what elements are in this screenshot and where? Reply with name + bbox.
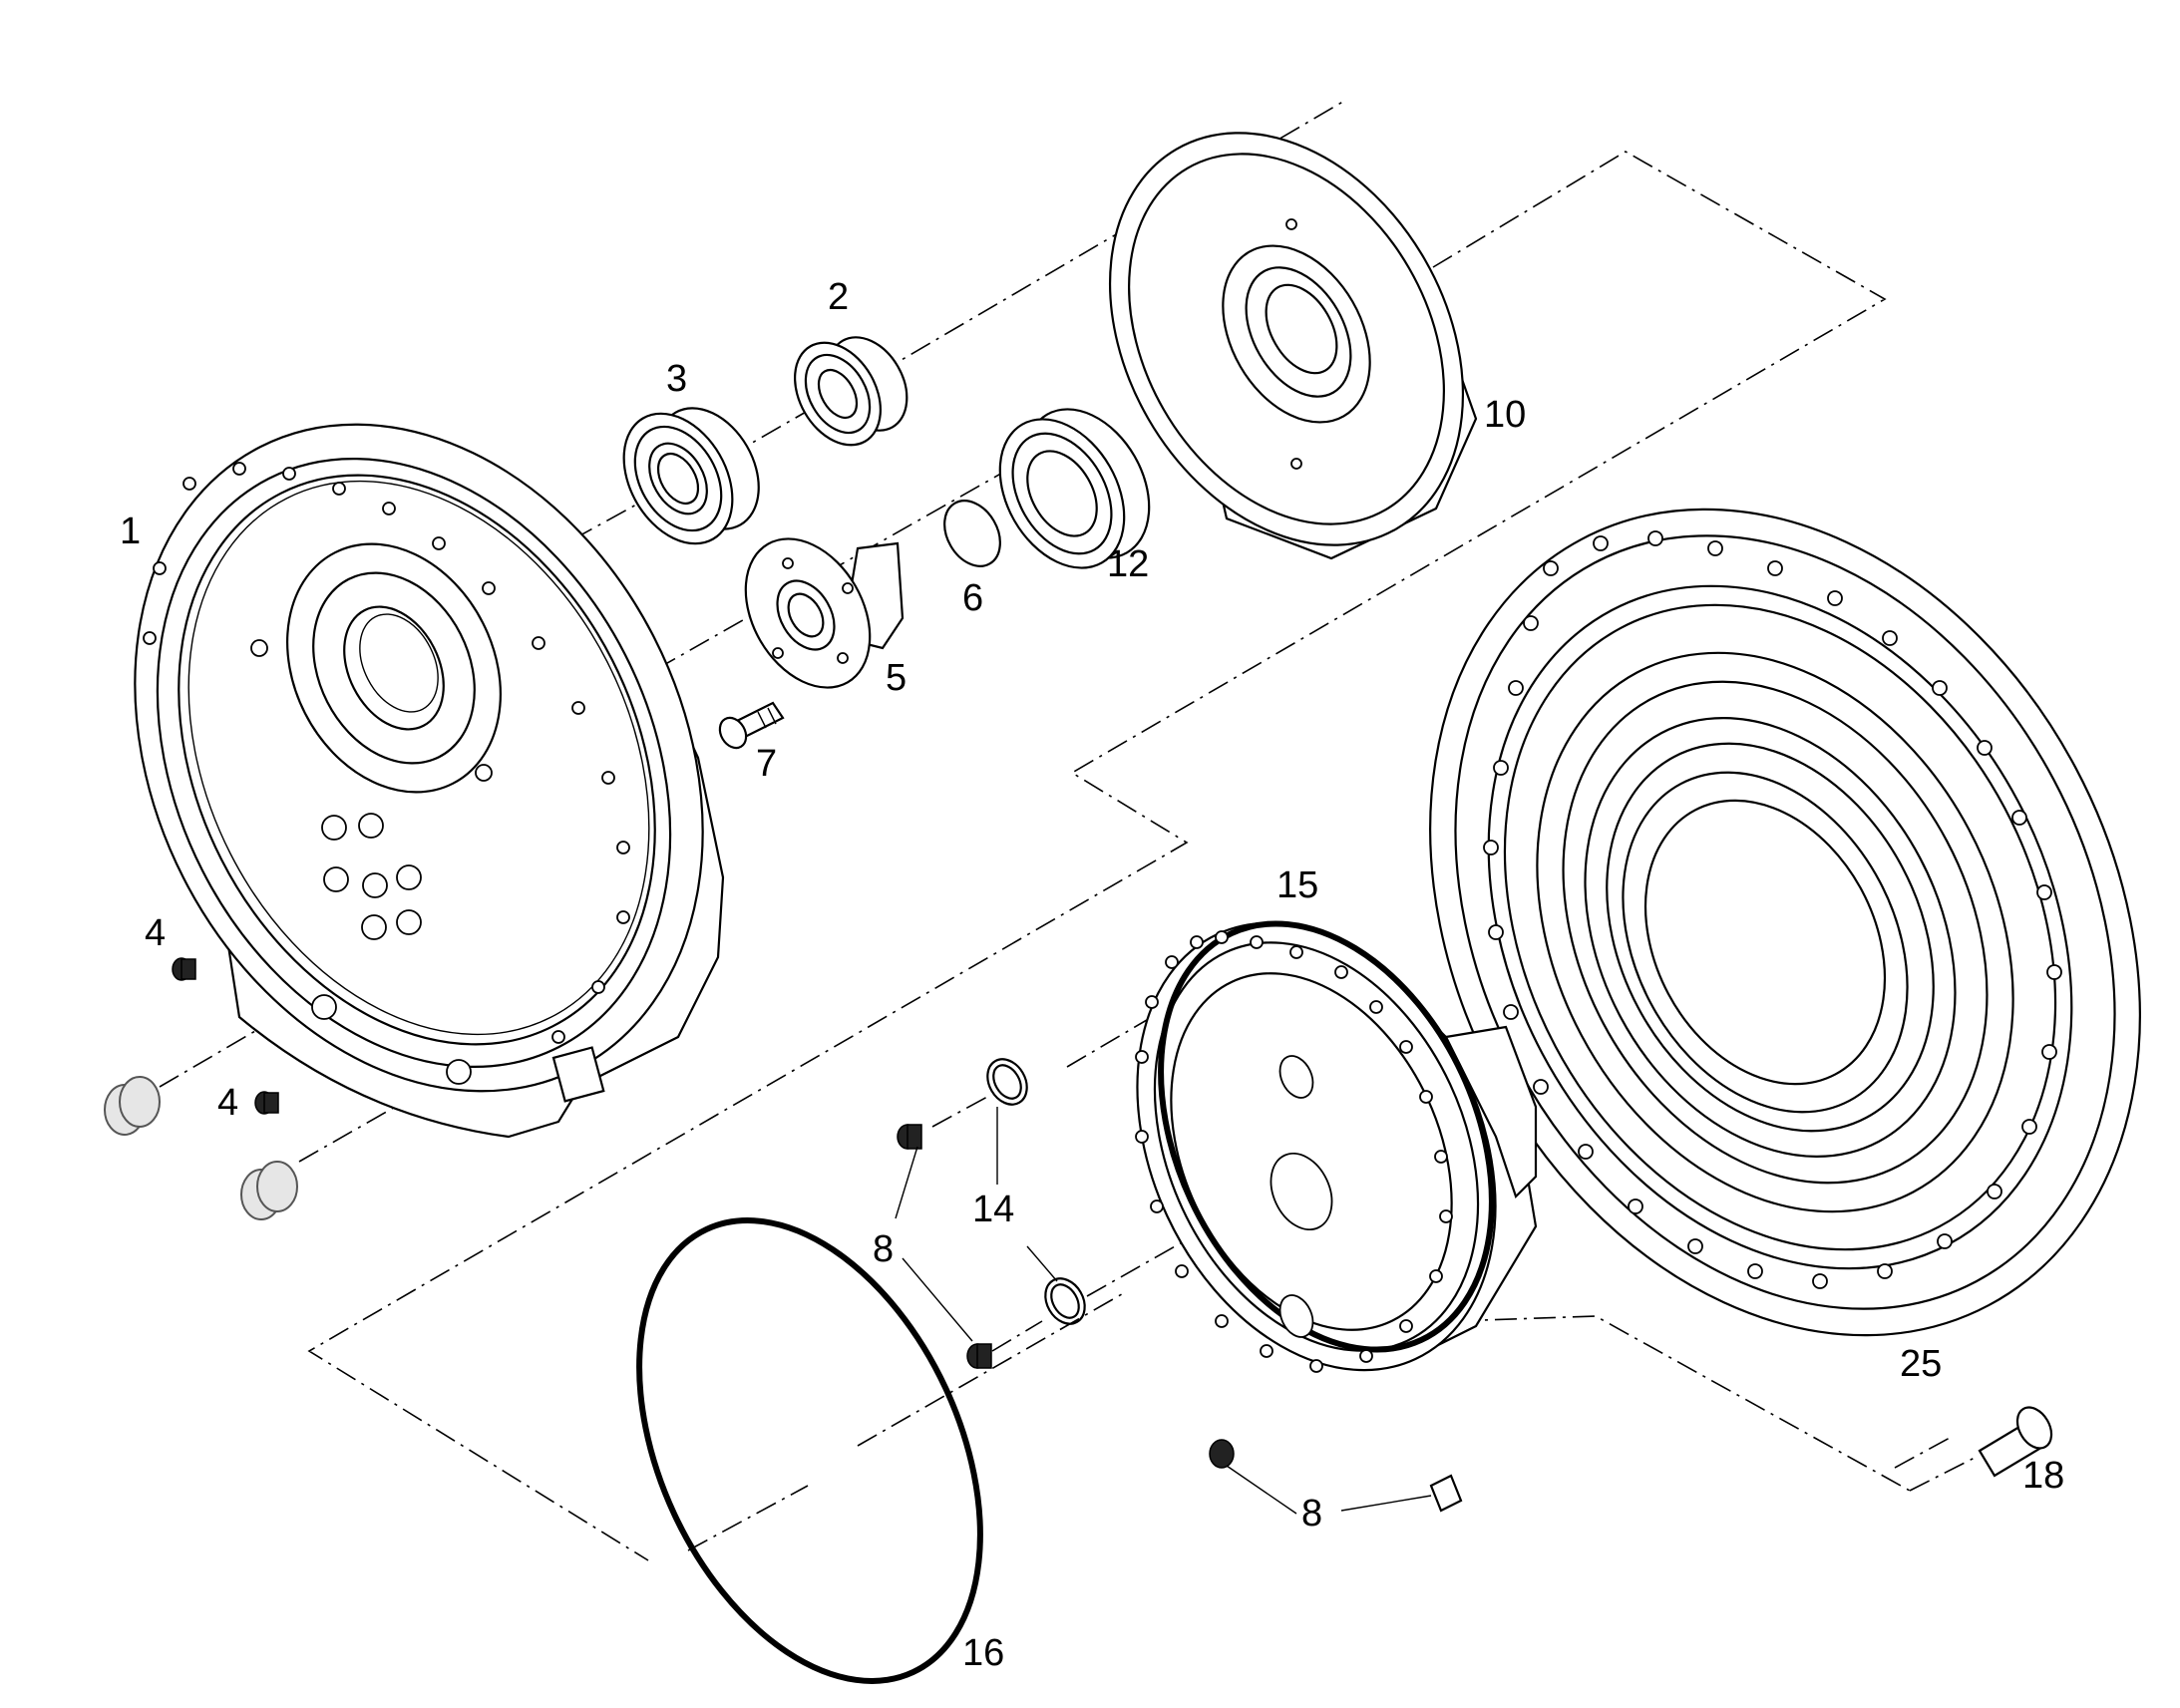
callout-2: 2 xyxy=(828,276,849,318)
carrier-bolt-holes xyxy=(1135,930,1453,1373)
part-8-plugs xyxy=(897,1124,1463,1513)
callout-10: 10 xyxy=(1484,394,1526,436)
callout-labels: 1 2 3 4 4 5 6 7 8 8 10 12 14 15 16 18 25 xyxy=(120,276,2064,1674)
ring-gear-bolt-holes xyxy=(1483,530,2062,1289)
callout-5: 5 xyxy=(886,657,907,699)
callout-8-bottom: 8 xyxy=(1301,1493,1322,1535)
part-6-retaining-ring xyxy=(943,500,1001,567)
part-14-seal-rings xyxy=(986,1058,1086,1325)
part-12-bearing xyxy=(998,408,1151,569)
part-15-carrier xyxy=(1135,920,1538,1373)
callout-4-lower: 4 xyxy=(217,1082,238,1124)
assembly-frame-lines xyxy=(307,151,1976,1561)
callout-7: 7 xyxy=(756,743,777,785)
callout-4-upper: 4 xyxy=(145,912,166,954)
callout-18: 18 xyxy=(2022,1455,2064,1497)
part-4-plugs xyxy=(104,957,298,1220)
part-25-ring-gear xyxy=(1429,508,2141,1337)
callout-8-left: 8 xyxy=(873,1228,894,1270)
housing-bolt-holes xyxy=(143,462,630,1044)
callout-12: 12 xyxy=(1107,543,1149,585)
part-2-bearing xyxy=(794,336,908,447)
part-18-bolt xyxy=(1978,1406,2053,1478)
callout-16: 16 xyxy=(962,1632,1004,1674)
callout-15: 15 xyxy=(1276,864,1318,906)
part-10-drum xyxy=(1108,132,1478,560)
housing-port-holes xyxy=(250,639,493,1085)
part-3-bearing xyxy=(622,407,760,545)
leader-lines xyxy=(895,1107,1432,1515)
callout-6: 6 xyxy=(962,577,983,619)
callout-1: 1 xyxy=(120,511,141,552)
callout-14: 14 xyxy=(972,1189,1014,1230)
part-16-o-ring xyxy=(636,1217,983,1684)
callout-25: 25 xyxy=(1900,1343,1942,1385)
part-5-hub xyxy=(744,537,905,689)
part-1-housing xyxy=(134,423,725,1139)
callout-3: 3 xyxy=(666,358,687,400)
part-7-bolt xyxy=(718,701,785,750)
